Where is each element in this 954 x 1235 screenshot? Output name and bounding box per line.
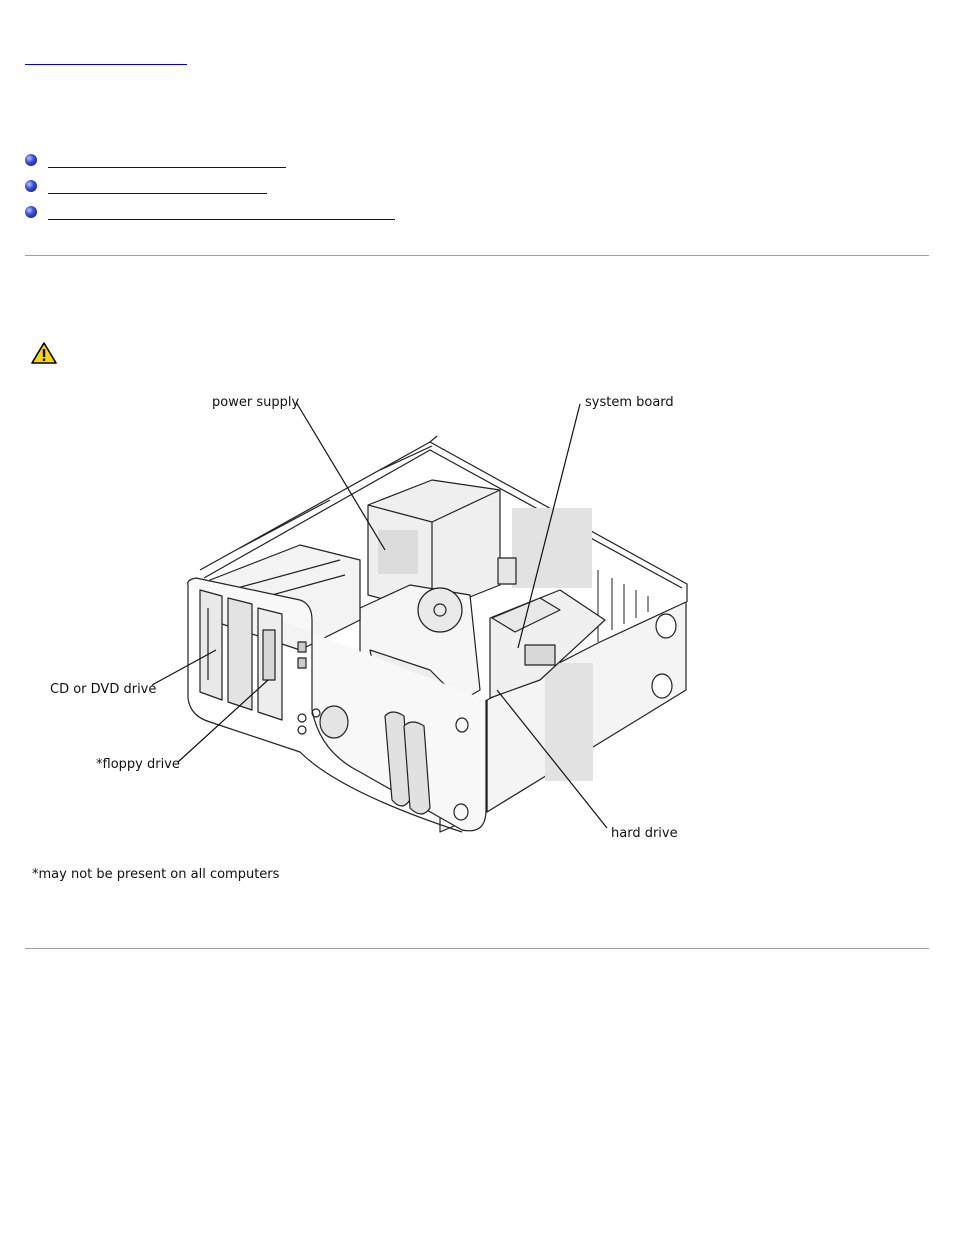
label-power-supply: power supply [212,395,299,410]
bullet-icon [25,180,37,192]
divider-top [25,255,929,256]
caution-icon [31,342,57,364]
toc-link-3[interactable] [48,204,395,220]
toc-link-2[interactable] [48,178,267,194]
divider-bottom [25,948,929,949]
label-floppy-drive: *floppy drive [96,757,180,772]
figure-footnote: *may not be present on all computers [32,867,280,882]
toc-link-1[interactable] [48,152,286,168]
label-hard-drive: hard drive [611,826,678,841]
label-system-board: system board [585,395,674,410]
computer-interior-diagram: power supply system board CD or DVD driv… [32,395,688,882]
back-to-contents-link[interactable] [25,50,187,65]
label-cd-dvd-drive: CD or DVD drive [50,682,156,697]
bullet-icon [25,154,37,166]
bullet-icon [25,206,37,218]
